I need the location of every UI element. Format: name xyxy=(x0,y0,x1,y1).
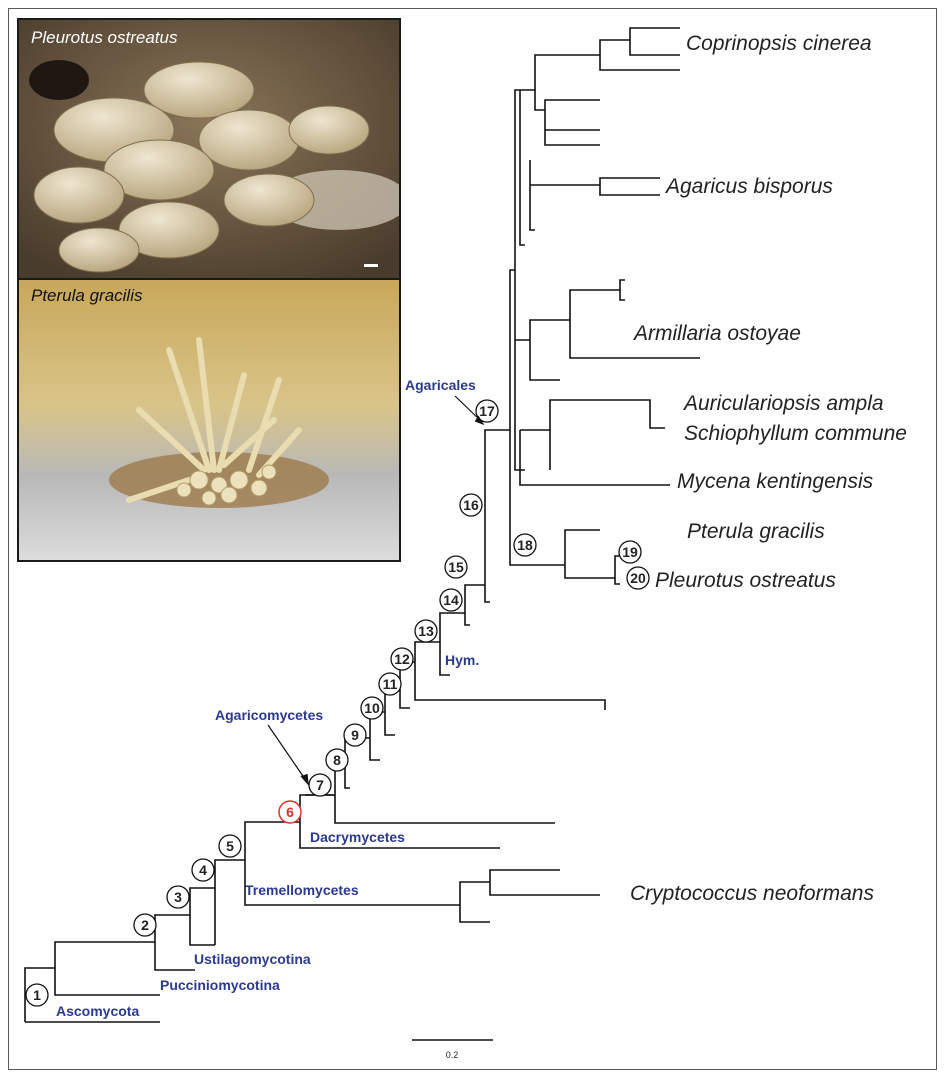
node-2: 2 xyxy=(134,914,156,936)
node-1-label: 1 xyxy=(33,987,41,1003)
node-19: 19 xyxy=(619,541,641,563)
node-3-label: 3 xyxy=(174,889,182,905)
node-5: 5 xyxy=(219,835,241,857)
node-13-label: 13 xyxy=(418,623,434,639)
node-14-label: 14 xyxy=(443,592,459,608)
node-18: 18 xyxy=(514,534,536,556)
node-17-label: 17 xyxy=(479,403,495,419)
node-10: 10 xyxy=(361,697,383,719)
node-20-label: 20 xyxy=(630,570,646,586)
node-2-label: 2 xyxy=(141,917,149,933)
node-16-label: 16 xyxy=(463,497,479,513)
node-7-label: 7 xyxy=(316,777,324,793)
node-11-label: 11 xyxy=(383,676,398,692)
node-9: 9 xyxy=(344,724,366,746)
node-19-label: 19 xyxy=(622,544,638,560)
node-8: 8 xyxy=(326,749,348,771)
node-4: 4 xyxy=(192,859,214,881)
node-1: 1 xyxy=(26,984,48,1006)
node-9-label: 9 xyxy=(351,727,359,743)
scale-bar: 0.2 xyxy=(412,1040,493,1060)
node-4-label: 4 xyxy=(199,862,207,878)
node-15-label: 15 xyxy=(448,559,464,575)
node-3: 3 xyxy=(167,886,189,908)
node-6-label: 6 xyxy=(286,804,294,820)
node-13: 13 xyxy=(415,620,437,642)
arrow-agaricomycetes xyxy=(268,725,307,782)
node-18-label: 18 xyxy=(517,537,533,553)
node-12-label: 12 xyxy=(394,651,410,667)
node-11: 11 xyxy=(379,673,401,695)
node-16: 16 xyxy=(460,494,482,516)
node-6: 6 xyxy=(279,801,301,823)
node-14: 14 xyxy=(440,589,462,611)
node-7: 7 xyxy=(309,774,331,796)
node-12: 12 xyxy=(391,648,413,670)
scale-bar-label: 0.2 xyxy=(446,1050,459,1060)
node-20: 20 xyxy=(627,567,649,589)
node-5-label: 5 xyxy=(226,838,234,854)
node-8-label: 8 xyxy=(333,752,341,768)
node-circles: 1 2 3 4 5 6 7 8 9 10 11 12 13 14 15 16 1… xyxy=(26,400,649,1006)
node-15: 15 xyxy=(445,556,467,578)
node-10-label: 10 xyxy=(364,700,380,716)
